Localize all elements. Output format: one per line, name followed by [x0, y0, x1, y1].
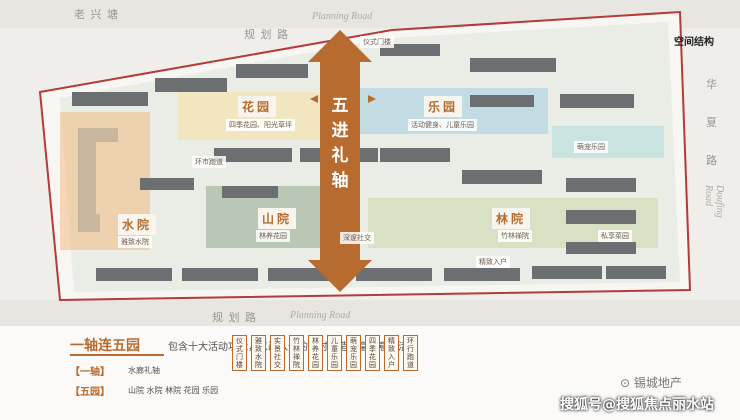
zone-mountain-sub: 林养花园	[256, 230, 290, 242]
zone-play-label: 乐园	[424, 96, 463, 117]
axis-label: 五进礼轴	[331, 96, 349, 191]
legend-garden-text: 山院 水院 林院 花园 乐园	[128, 386, 219, 395]
function-item: 雅致水院	[251, 335, 266, 371]
road-left-top: 老 兴 塘	[74, 8, 119, 21]
zone-water-label: 水院	[118, 214, 157, 235]
function-item: 四季花园	[365, 335, 380, 371]
legend-axis-tag: 【一轴】	[70, 367, 110, 378]
zone-play-sub: 活动健身、儿童乐园	[408, 119, 477, 131]
label-courtyard: 深邃社交	[340, 232, 374, 244]
zone-mountain-label: 山院	[258, 208, 297, 229]
label-private: 私享菜园	[598, 230, 632, 242]
zone-garden-label: 花园	[238, 96, 277, 117]
label-loop: 环市跑道	[192, 156, 226, 168]
zone-water-sub: 雅致水院	[118, 236, 152, 248]
road-right-cn: 华 夏 路	[706, 78, 718, 167]
zone-garden-sub: 四季花园、阳光草坪	[226, 119, 295, 131]
zone-forest-sub: 竹林禅院	[498, 230, 532, 242]
road-top-cn: 规 划 路	[244, 28, 289, 41]
legend-garden-tag: 【五园】	[70, 387, 110, 398]
road-bottom-cn: 规 划 路	[212, 311, 257, 324]
function-item: 儿童乐园	[327, 335, 342, 371]
label-entry: 精致入户	[476, 256, 510, 268]
watermark-source: 搜狐号@搜狐焦点丽水站	[560, 397, 714, 413]
function-item: 林养花园	[308, 335, 323, 371]
legend-underline	[70, 354, 164, 356]
function-item: 竹林禅院	[289, 335, 304, 371]
watermark-brand: ⊙ 锡城地产	[620, 376, 682, 390]
legend-headline: 一轴连五园	[70, 338, 140, 354]
road-right-en: Doufing Road	[703, 185, 725, 218]
function-item: 萌宠乐园	[346, 335, 361, 371]
zone-forest-label: 林院	[492, 208, 531, 229]
label-gate: 仪式门楼	[360, 36, 394, 48]
road-bottom-en: Planning Road	[290, 310, 351, 321]
map-title: 空间结构	[674, 37, 714, 48]
legend-axis-text: 水廊礼轴	[128, 366, 160, 375]
label-kids: 萌宠乐园	[574, 141, 608, 153]
function-item: 精致入户	[384, 335, 399, 371]
function-item: 实景社交	[270, 335, 285, 371]
function-item: 仪式门楼	[232, 335, 247, 371]
function-item: 环行跑道	[403, 335, 418, 371]
legend-desc: 包含十大活动功能，以画入景的同时打造丰富诗意生活	[168, 342, 408, 353]
axis-arrow	[308, 30, 372, 292]
plan-drawing	[38, 10, 692, 302]
road-top-en: Planning Road	[312, 11, 373, 22]
